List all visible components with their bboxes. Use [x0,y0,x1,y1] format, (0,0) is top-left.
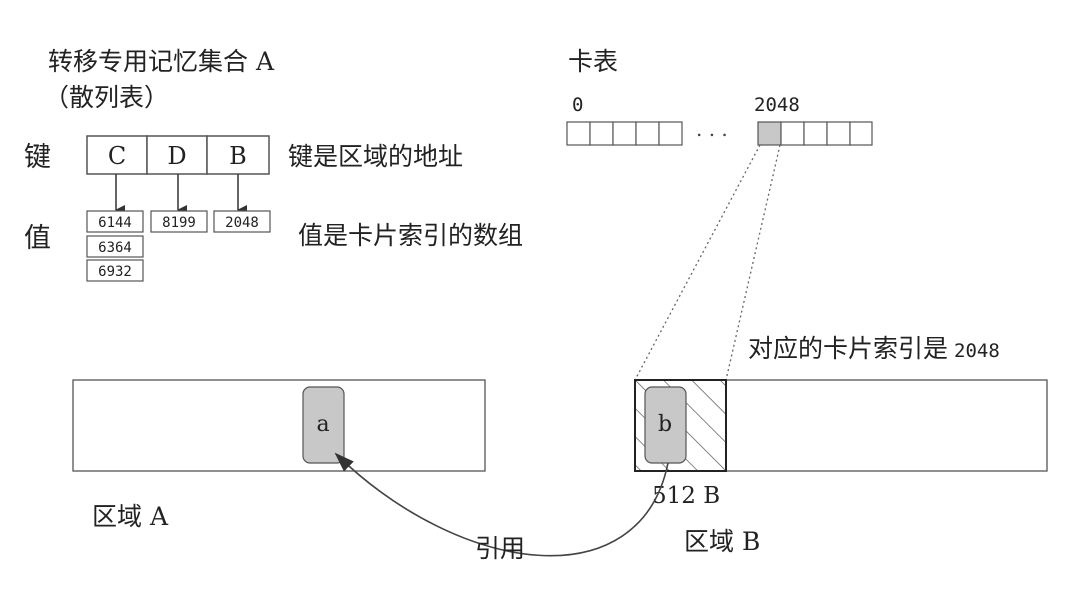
object-a [302,386,345,464]
card-cell [826,121,851,146]
card-index-value: 6364 [98,240,132,256]
card-size-label: 512 B [652,483,720,509]
card-cell [566,121,591,146]
card-cell [612,121,637,146]
hash-table-title: 转移专用记忆集合 A [48,47,275,76]
card-table: . . . [566,117,873,146]
card-index-value: 8199 [162,215,196,231]
hash-table-subtitle: （散列表） [44,83,169,112]
card-index-value: 2048 [225,215,259,231]
card-index-start: 0 [572,94,583,116]
card-index-note: 对应的卡片索引是 2048 [748,334,1000,363]
card-cell [780,121,805,146]
card-index-note-text: 对应的卡片索引是 [748,334,948,363]
card-cell-2048 [757,121,782,146]
card-cell [589,121,614,146]
region-a-box [72,379,486,472]
keys-row-label: 键 [24,142,51,173]
card-table-ellipsis: . . . [696,117,728,141]
value-cell [86,259,144,282]
projection-line-right [725,144,781,381]
value-cell [86,210,144,233]
key-cell [146,135,208,175]
values-row-label: 值 [24,223,51,254]
card-cell [635,121,660,146]
value-cell [213,210,271,233]
region-a-label: 区域 A [92,502,169,531]
reference-label: 引用 [475,534,525,563]
value-cell [150,210,208,233]
region-b-label: 区域 B [684,527,760,556]
object-b-label: b [658,412,672,437]
object-b [644,386,687,464]
card-index-value: 6144 [98,215,132,231]
projection-line-left [634,144,761,381]
card-cell [803,121,828,146]
card-cell [658,121,683,146]
keys-note: 键是区域的地址 [288,142,463,171]
object-a-label: a [316,412,329,437]
key-label: D [167,142,186,170]
value-cell [86,235,144,258]
reference-arrow [334,452,669,557]
values-note: 值是卡片索引的数组 [298,221,523,250]
card-index-note-value: 2048 [954,340,1000,362]
key-label: C [108,142,126,170]
card-index-value: 6932 [98,264,132,280]
card-table-title: 卡表 [568,47,618,76]
key-cells: C D B [86,135,270,175]
value-cells: 6144 6364 6932 8199 2048 [86,210,271,282]
card-cell [849,121,873,146]
card-index-mid: 2048 [754,94,800,116]
key-cell [86,135,148,175]
key-label: B [229,142,247,170]
